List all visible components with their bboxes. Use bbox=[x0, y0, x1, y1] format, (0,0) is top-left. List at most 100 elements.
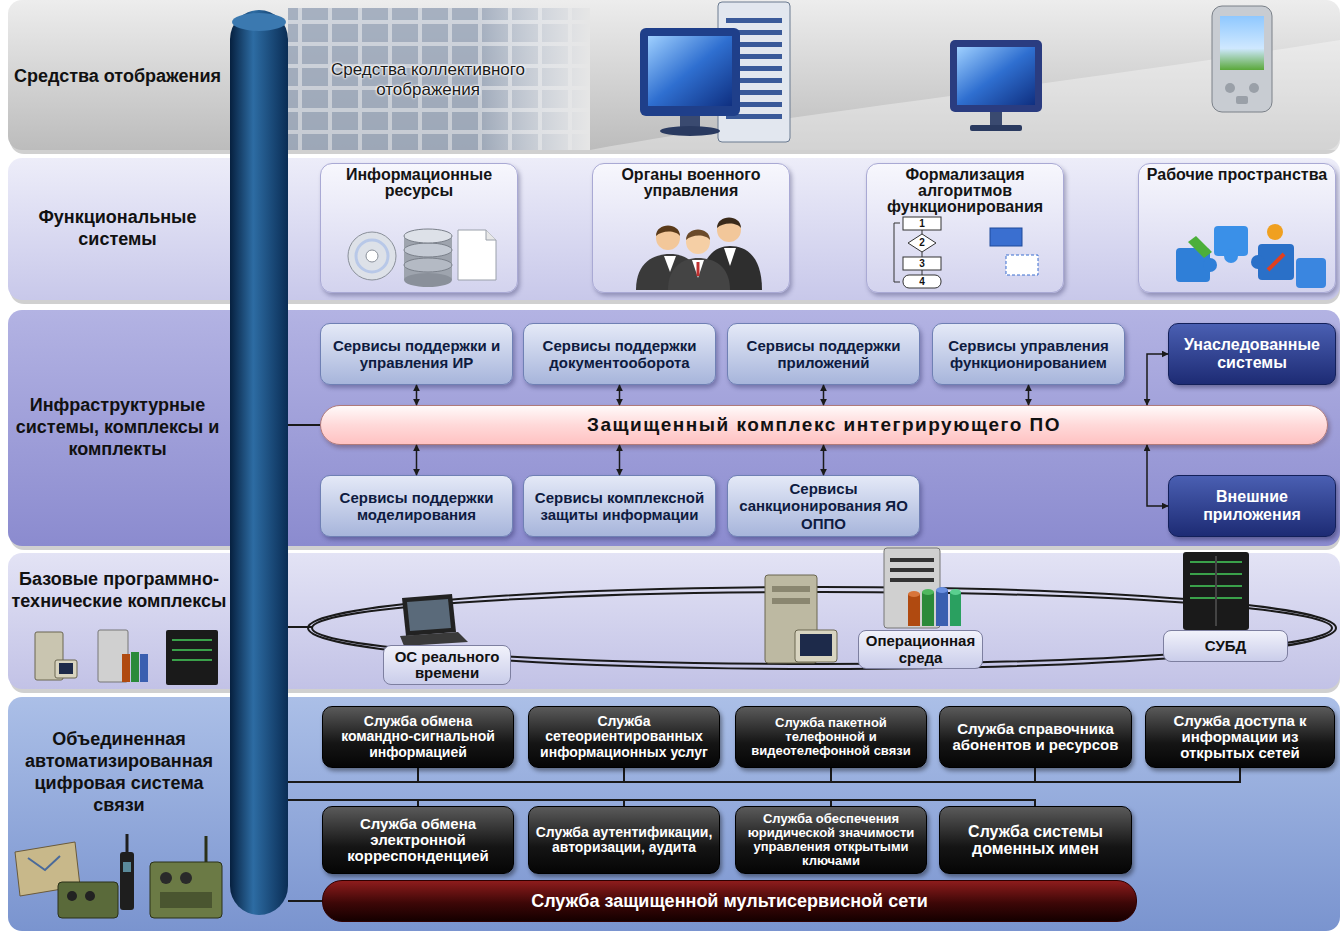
field-radio-equipment bbox=[67, 891, 77, 901]
officers-icon bbox=[717, 218, 741, 229]
workstation-icon bbox=[726, 18, 782, 23]
label-holder: 2 bbox=[912, 236, 932, 250]
box-label: Сервисы поддержки и управления ИР bbox=[327, 337, 506, 372]
display-caption: Средства коллективного отображения bbox=[292, 56, 564, 104]
disc-database-icon bbox=[404, 273, 452, 287]
small-computer-icons bbox=[55, 660, 77, 678]
box-label: Операционная среда bbox=[863, 633, 978, 666]
disc-database-icon bbox=[404, 243, 452, 257]
box-title: Информационные ресурсы bbox=[327, 167, 511, 199]
step-number: 4 bbox=[919, 277, 925, 287]
backbone-pillar bbox=[230, 10, 288, 915]
small-computer-icons bbox=[35, 630, 218, 685]
integration-bar: Защищенный комплекс интегрирующего ПО bbox=[320, 405, 1328, 445]
comm-service-box: Служба пакетной телефонной и видеотелефо… bbox=[735, 706, 927, 768]
officers-icon bbox=[692, 260, 704, 278]
disc-database-icon bbox=[404, 258, 452, 272]
bus-line bbox=[288, 900, 322, 902]
backbone-pillar bbox=[232, 13, 286, 31]
laptop-icon bbox=[407, 599, 451, 631]
layer-band-ground bbox=[8, 0, 1340, 931]
box-label: Служба доступа к информации из открытых … bbox=[1152, 713, 1328, 762]
comm-service-box: Служба обеспечения юридической значимост… bbox=[735, 806, 927, 874]
external-box: Внешние приложения bbox=[1168, 475, 1336, 537]
officers-icon bbox=[656, 226, 680, 237]
puzzle-icon bbox=[1203, 258, 1217, 272]
bus-line bbox=[623, 768, 625, 782]
step-number: 3 bbox=[919, 259, 925, 269]
box-label: Сервисы поддержки приложений bbox=[734, 337, 913, 372]
label-holder: 3 bbox=[912, 257, 932, 271]
officers-icon bbox=[717, 218, 741, 242]
box-title: Органы военного управления bbox=[599, 167, 783, 199]
server-icon bbox=[908, 591, 920, 597]
service-box: Сервисы поддержки приложений bbox=[727, 323, 920, 385]
monitor-icon bbox=[970, 125, 1022, 131]
desktop-icon bbox=[772, 598, 810, 604]
service-box: Сервисы поддержки документооборота bbox=[523, 323, 716, 385]
connector-arrow bbox=[1147, 354, 1168, 405]
backbone-pillar bbox=[230, 10, 288, 915]
connector-arrow bbox=[823, 385, 825, 405]
server-icon bbox=[922, 592, 934, 626]
band-heading: Базовые программно-технические комплексы bbox=[8, 569, 230, 613]
flowchart-icon bbox=[908, 234, 936, 252]
bus-line bbox=[417, 768, 419, 782]
band-heading: Инфраструктурные системы, комплексы и ко… bbox=[10, 395, 225, 461]
field-radio-equipment bbox=[205, 836, 208, 862]
bus-line bbox=[288, 768, 1240, 782]
field-radio-equipment bbox=[15, 834, 222, 918]
layer-band: Инфраструктурные системы, комплексы и ко… bbox=[8, 310, 1340, 546]
field-radio-equipment bbox=[120, 852, 134, 910]
box-label: Служба обеспечения юридической значимост… bbox=[742, 812, 920, 868]
small-computer-icons bbox=[122, 654, 130, 682]
flowchart-icon bbox=[903, 217, 941, 230]
label-holder: 1 bbox=[912, 217, 932, 231]
field-radio-equipment bbox=[160, 892, 212, 908]
pda-icon bbox=[1212, 6, 1272, 112]
connector-arrow bbox=[1147, 445, 1168, 506]
service-box: Сервисы комплексной защиты информации bbox=[523, 475, 716, 537]
server-icon bbox=[890, 558, 934, 562]
server-icon bbox=[936, 590, 948, 626]
layer-band: Средства отображенияСредства коллективно… bbox=[8, 0, 1340, 150]
monitor-icon bbox=[950, 40, 1042, 131]
connector-arrow bbox=[1028, 385, 1030, 405]
comm-service-box: Служба доступа к информации из открытых … bbox=[1145, 706, 1335, 768]
small-computer-icons bbox=[166, 630, 218, 685]
disc-database-icon bbox=[486, 230, 496, 240]
heading-area: Функциональные системы bbox=[10, 165, 225, 293]
box-label: Служба обмена электронной корреспонденци… bbox=[329, 816, 507, 865]
small-computer-icons bbox=[140, 654, 148, 682]
puzzle-icon bbox=[1188, 236, 1212, 258]
step-number: 1 bbox=[919, 219, 925, 229]
comm-service-box: Служба сетеориентированных информационны… bbox=[528, 706, 720, 768]
server-icon bbox=[950, 589, 961, 595]
disc-database-icon bbox=[356, 240, 388, 272]
officers-icon bbox=[668, 258, 730, 290]
box-label: Служба сетеориентированных информационны… bbox=[535, 714, 713, 759]
comm-service-box: Служба системы доменных имен bbox=[939, 806, 1132, 874]
network-bar: Служба защищенной мультисервисной сети bbox=[322, 880, 1137, 922]
video-wall-photo bbox=[288, 8, 590, 150]
workstation-icon bbox=[648, 36, 732, 106]
layer-band-ground bbox=[8, 158, 1340, 300]
laptop-icon bbox=[400, 632, 468, 646]
comm-service-box: Служба обмена электронной корреспонденци… bbox=[322, 806, 514, 874]
connector-arrow bbox=[619, 445, 621, 475]
server-icon bbox=[884, 548, 961, 628]
small-computer-icons bbox=[131, 652, 139, 682]
band-heading: Функциональные системы bbox=[10, 207, 225, 251]
flowchart-icon bbox=[894, 223, 900, 282]
external-box: Унаследованные системы bbox=[1168, 323, 1336, 385]
bus-line bbox=[1034, 768, 1036, 782]
puzzle-icon bbox=[1176, 224, 1326, 288]
flowchart-icon bbox=[894, 217, 1038, 288]
bus-line bbox=[830, 768, 832, 782]
laptop-icon bbox=[400, 594, 468, 646]
server-icon bbox=[936, 587, 948, 593]
disc-database-icon bbox=[348, 229, 496, 287]
layer-band-ground bbox=[8, 310, 1340, 546]
box-label: Сервисы комплексной защиты информации bbox=[530, 489, 709, 524]
pda-icon bbox=[1212, 6, 1272, 112]
